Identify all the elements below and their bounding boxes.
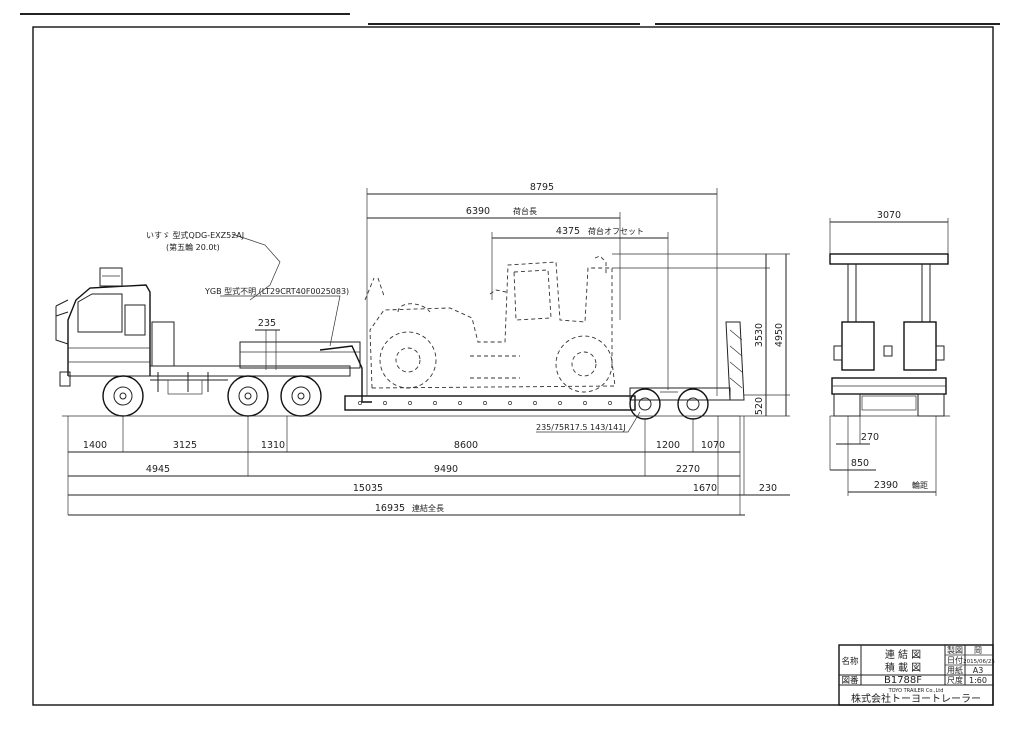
- scale-label: 尺度: [947, 675, 963, 685]
- company-en: TOYO TRAILER Co.,Ltd: [888, 688, 944, 694]
- name-line2: 積 載 図: [885, 661, 921, 674]
- tractor-side-view: [55, 267, 372, 417]
- dim-kingpin: 235: [258, 318, 276, 329]
- dim-rear-width: 3070: [877, 210, 901, 221]
- dim-rear-850: 850: [851, 458, 869, 469]
- deck-length-label: 荷台長: [513, 206, 537, 216]
- name-label: 名称: [841, 656, 859, 667]
- dim-deck-offset: 4375: [556, 226, 580, 237]
- dim-row2-b: 9490: [434, 464, 458, 475]
- paper-label: 用紙: [947, 665, 963, 675]
- dim-rear-track: 2390: [874, 480, 898, 491]
- dim-rear-270: 270: [861, 432, 879, 443]
- designer-label: 製図: [947, 645, 963, 655]
- dim-height-total: 4950: [774, 323, 785, 347]
- track-label: 輪距: [912, 480, 928, 490]
- date-label: 日付: [947, 655, 963, 665]
- title-block: [838, 644, 994, 706]
- title-block-text: 名称 連 結 図 積 載 図 図番 B1788F 製図 岡 日付 2015/06…: [841, 645, 995, 705]
- drawing-no-label: 図番: [841, 675, 859, 686]
- dim-deck-height: 520: [754, 397, 765, 415]
- dim-tractor-wheelbase: 3125: [173, 440, 197, 451]
- deck-offset-label: 荷台オフセット: [588, 226, 644, 236]
- company-jp: 株式会社トーヨートレーラー: [851, 692, 981, 705]
- tractor-rear-wheel-1: [227, 375, 269, 417]
- tire-spec-note: 235/75R17.5 143/141J: [536, 423, 626, 432]
- total-length-label: 連結全長: [412, 503, 444, 513]
- tractor-front-wheel: [102, 375, 144, 417]
- dim-tractor-tandem: 1310: [261, 440, 285, 451]
- dim-deck-length: 6390: [466, 206, 490, 217]
- tractor-rear-wheel-2: [280, 375, 322, 417]
- dim-rear-overhang: 1070: [701, 440, 725, 451]
- fifth-wheel-note: (第五輪 20.0t): [166, 242, 220, 252]
- rear-dimension-labels: 3070 270 850 2390 輪距: [851, 210, 928, 491]
- scale-value: 1:60: [969, 676, 987, 685]
- rear-view: [829, 218, 950, 496]
- side-dimension-lines: [62, 188, 790, 516]
- dim-row2-c: 2270: [676, 464, 700, 475]
- trailer-model-note: YGB 型式不明 (LT29CRT40F0025083): [204, 286, 349, 296]
- dim-front-overhang: 1400: [83, 440, 107, 451]
- dim-row3-b: 1670: [693, 483, 717, 494]
- name-line1: 連 結 図: [885, 648, 921, 661]
- designer-value: 岡: [974, 646, 982, 655]
- side-dimension-labels: 8795 6390 荷台長 4375 荷台オフセット 235 3530 4950…: [83, 182, 785, 514]
- drawing-frame: [20, 13, 1000, 706]
- paper-value: A3: [973, 666, 984, 675]
- dim-row2-a: 4945: [146, 464, 170, 475]
- trailer-wheel-2: [677, 388, 709, 420]
- dim-row3-a: 15035: [353, 483, 383, 494]
- drawing-no: B1788F: [884, 675, 922, 686]
- dim-trailer-axle-spread: 1200: [656, 440, 680, 451]
- date-value: 2015/06/25: [963, 659, 995, 665]
- tractor-model-note: いすゞ 型式QDG-EXZ52AJ: [146, 230, 244, 240]
- dim-total-length: 16935: [375, 503, 405, 514]
- forklift-load: [364, 255, 616, 393]
- dim-load-length: 8795: [530, 182, 554, 193]
- dim-row3-c: 230: [759, 483, 777, 494]
- trailer-side-view: [344, 321, 745, 420]
- dim-trailer-wheelbase: 8600: [454, 440, 478, 451]
- dim-height-load: 3530: [754, 323, 765, 347]
